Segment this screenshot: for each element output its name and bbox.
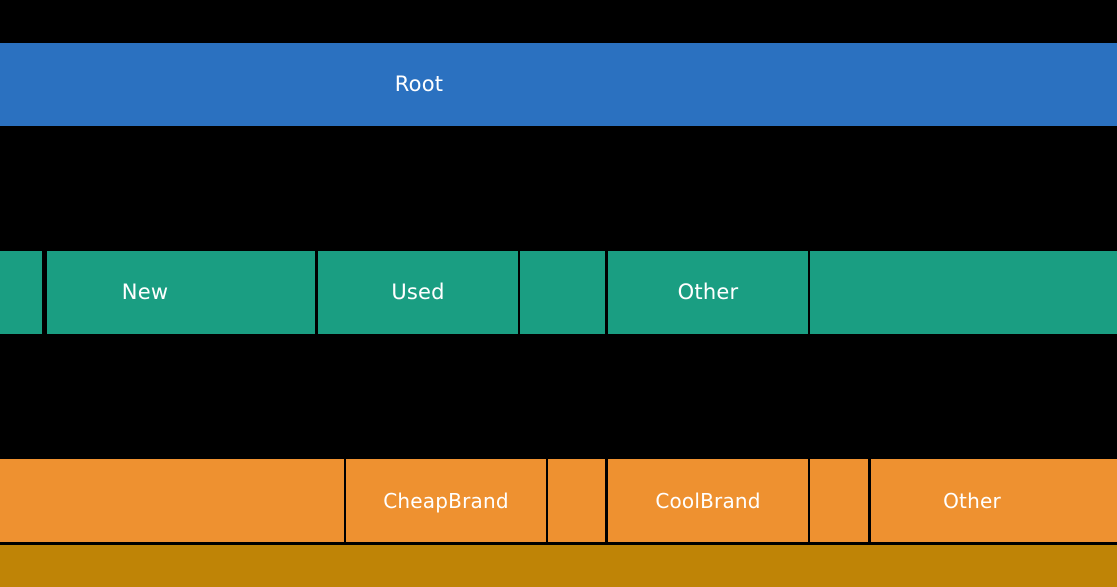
icicle-node-cheapbrand[interactable] <box>0 459 344 542</box>
icicle-node-used[interactable]: Used <box>318 251 518 334</box>
icicle-node-cheapbrand[interactable] <box>548 459 605 542</box>
icicle-node-label: New <box>121 280 169 304</box>
icicle-node-segment[interactable] <box>0 545 1117 587</box>
brand-level: CheapBrand CoolBrand Other <box>0 459 1117 542</box>
detail-level <box>0 545 1117 587</box>
icicle-node-label: CoolBrand <box>655 488 761 513</box>
icicle-node-cheapbrand[interactable]: CheapBrand <box>346 459 546 542</box>
icicle-node-label: Root <box>394 72 444 96</box>
icicle-node-other[interactable]: Other <box>871 459 1073 542</box>
icicle-node-label: Other <box>943 488 1001 513</box>
root-level: Root <box>0 43 1117 126</box>
icicle-node-new[interactable] <box>243 251 315 334</box>
category-level: New Used Other <box>0 251 1117 334</box>
icicle-node-root[interactable] <box>0 43 318 126</box>
icicle-node-coolbrand[interactable] <box>810 459 868 542</box>
icicle-node-other[interactable] <box>1073 459 1117 542</box>
icicle-node-other[interactable]: Other <box>608 251 808 334</box>
icicle-node-used[interactable] <box>520 251 605 334</box>
icicle-node-label: Used <box>391 280 445 304</box>
icicle-node-new[interactable] <box>0 251 42 334</box>
icicle-node-root[interactable]: Root <box>318 43 520 126</box>
icicle-node-new[interactable]: New <box>47 251 243 334</box>
icicle-node-label: CheapBrand <box>383 488 509 513</box>
icicle-node-coolbrand[interactable]: CoolBrand <box>608 459 808 542</box>
icicle-node-label: Other <box>677 280 739 304</box>
icicle-node-other[interactable] <box>810 251 1117 334</box>
icicle-node-root[interactable] <box>520 43 1117 126</box>
